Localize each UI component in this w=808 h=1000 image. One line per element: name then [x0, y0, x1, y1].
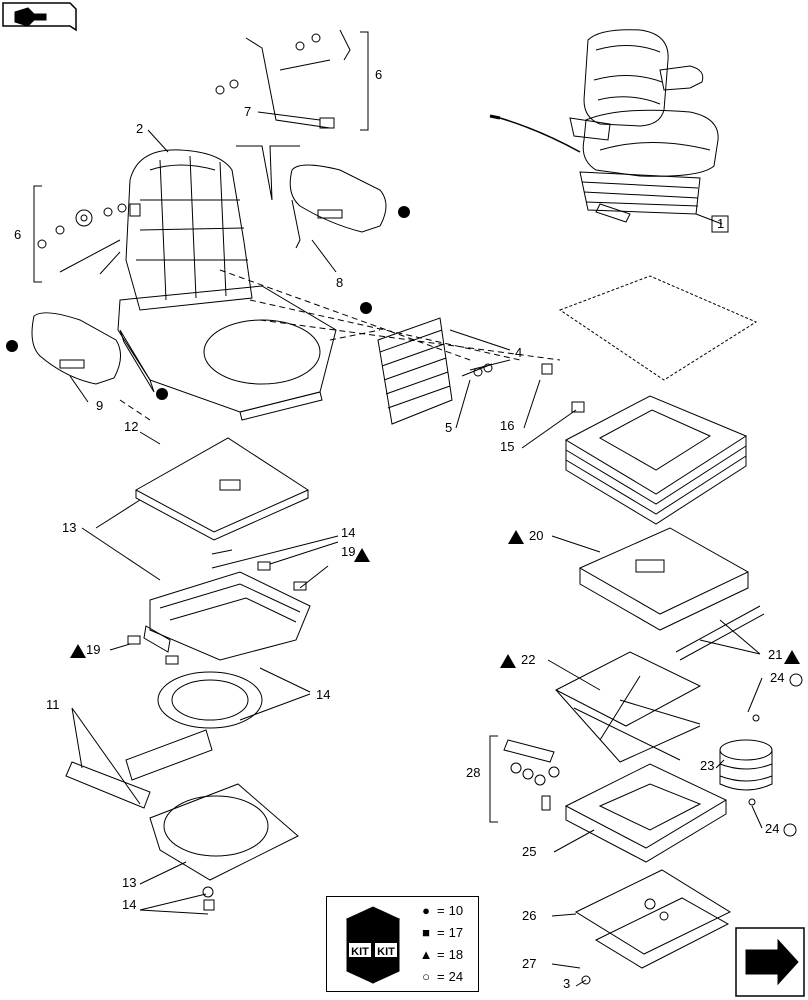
- callout-1: 1: [717, 216, 725, 231]
- callout-14-middle: 14: [316, 687, 331, 702]
- legend-equals: =: [437, 925, 445, 940]
- callout-3: 3: [563, 976, 571, 991]
- swivel-ring: [157, 671, 263, 729]
- seat-cushion-tray: [558, 275, 758, 525]
- upper-plate: [134, 437, 310, 541]
- assembly-guides: [119, 269, 561, 421]
- legend-equals: =: [437, 903, 445, 918]
- callout-25: 25: [522, 844, 537, 859]
- legend-value: 17: [448, 925, 464, 940]
- kit-label-left: KIT: [351, 946, 369, 958]
- shock-absorber-set: [503, 739, 560, 811]
- callout-16: 16: [500, 418, 515, 433]
- kit-box-icon: KIT KIT: [345, 906, 401, 984]
- kit-symbol-marks: [6, 206, 800, 668]
- callout-14-upper: 14: [341, 525, 356, 540]
- callout-7: 7: [244, 104, 252, 119]
- callout-24-upper: 24: [770, 670, 785, 685]
- callout-9: 9: [96, 398, 104, 413]
- legend-value: 24: [448, 969, 464, 984]
- right-armrest: [289, 164, 387, 249]
- legend-symbol: ▲: [419, 947, 433, 962]
- lower-slide-plate: [578, 527, 765, 661]
- left-armrest: [31, 312, 121, 385]
- callout-5: 5: [445, 420, 453, 435]
- swivel-base: [65, 729, 299, 881]
- callout-12: 12: [124, 419, 139, 434]
- slide-rail-assembly: [143, 571, 311, 661]
- legend-symbol: ■: [422, 925, 430, 940]
- callout-22: 22: [521, 652, 536, 667]
- legend-row-square: ■ =17: [419, 925, 463, 940]
- air-spring: [719, 739, 773, 791]
- legend-equals: =: [437, 947, 445, 962]
- callout-13-upper: 13: [62, 520, 77, 535]
- callout-28: 28: [466, 765, 481, 780]
- legend-value: 18: [448, 947, 464, 962]
- legend-symbol: ●: [422, 903, 430, 918]
- callout-20: 20: [529, 528, 544, 543]
- callout-13-lower: 13: [122, 875, 137, 890]
- mounting-plate: [574, 869, 732, 969]
- callout-27: 27: [522, 956, 537, 971]
- legend-value: 10: [448, 903, 464, 918]
- leader-lines: [33, 31, 763, 987]
- next-page-arrow-icon[interactable]: [735, 927, 805, 997]
- legend-row-triangle: ▲ =18: [419, 947, 464, 962]
- callout-14-lower: 14: [122, 897, 137, 912]
- kit-open-marks: [783, 673, 803, 837]
- legend-symbol: ○: [422, 969, 430, 984]
- callout-21: 21: [768, 647, 783, 662]
- callout-6-left: 6: [14, 227, 22, 242]
- callout-19-left: 19: [86, 642, 101, 657]
- callout-23: 23: [700, 758, 715, 773]
- callout-24-lower: 24: [765, 821, 780, 836]
- lumbar-support: [377, 317, 453, 425]
- callout-19-right: 19: [341, 544, 356, 559]
- legend-row-circle: ● =10: [419, 903, 463, 918]
- callout-11: 11: [46, 697, 60, 712]
- legend-equals: =: [437, 969, 445, 984]
- suspension-base: [564, 763, 728, 863]
- legend-row-open-circle: ○ =24: [419, 969, 463, 984]
- kit-legend: KIT KIT ●=10 ■=17 ▲=18 ○=24: [326, 896, 479, 992]
- callout-8: 8: [336, 275, 344, 290]
- callout-26: 26: [522, 908, 537, 923]
- scissor-linkage: [554, 651, 702, 763]
- hardware-parts: [37, 29, 760, 985]
- callout-6-top: 6: [375, 67, 383, 82]
- seat-frame: [117, 149, 337, 421]
- callout-15: 15: [500, 439, 515, 454]
- callout-1-box: [711, 215, 729, 233]
- callout-2: 2: [136, 121, 144, 136]
- book-icon[interactable]: [2, 2, 77, 32]
- complete-seat: [489, 29, 719, 223]
- callout-4: 4: [515, 345, 523, 360]
- kit-label-right: KIT: [377, 946, 395, 958]
